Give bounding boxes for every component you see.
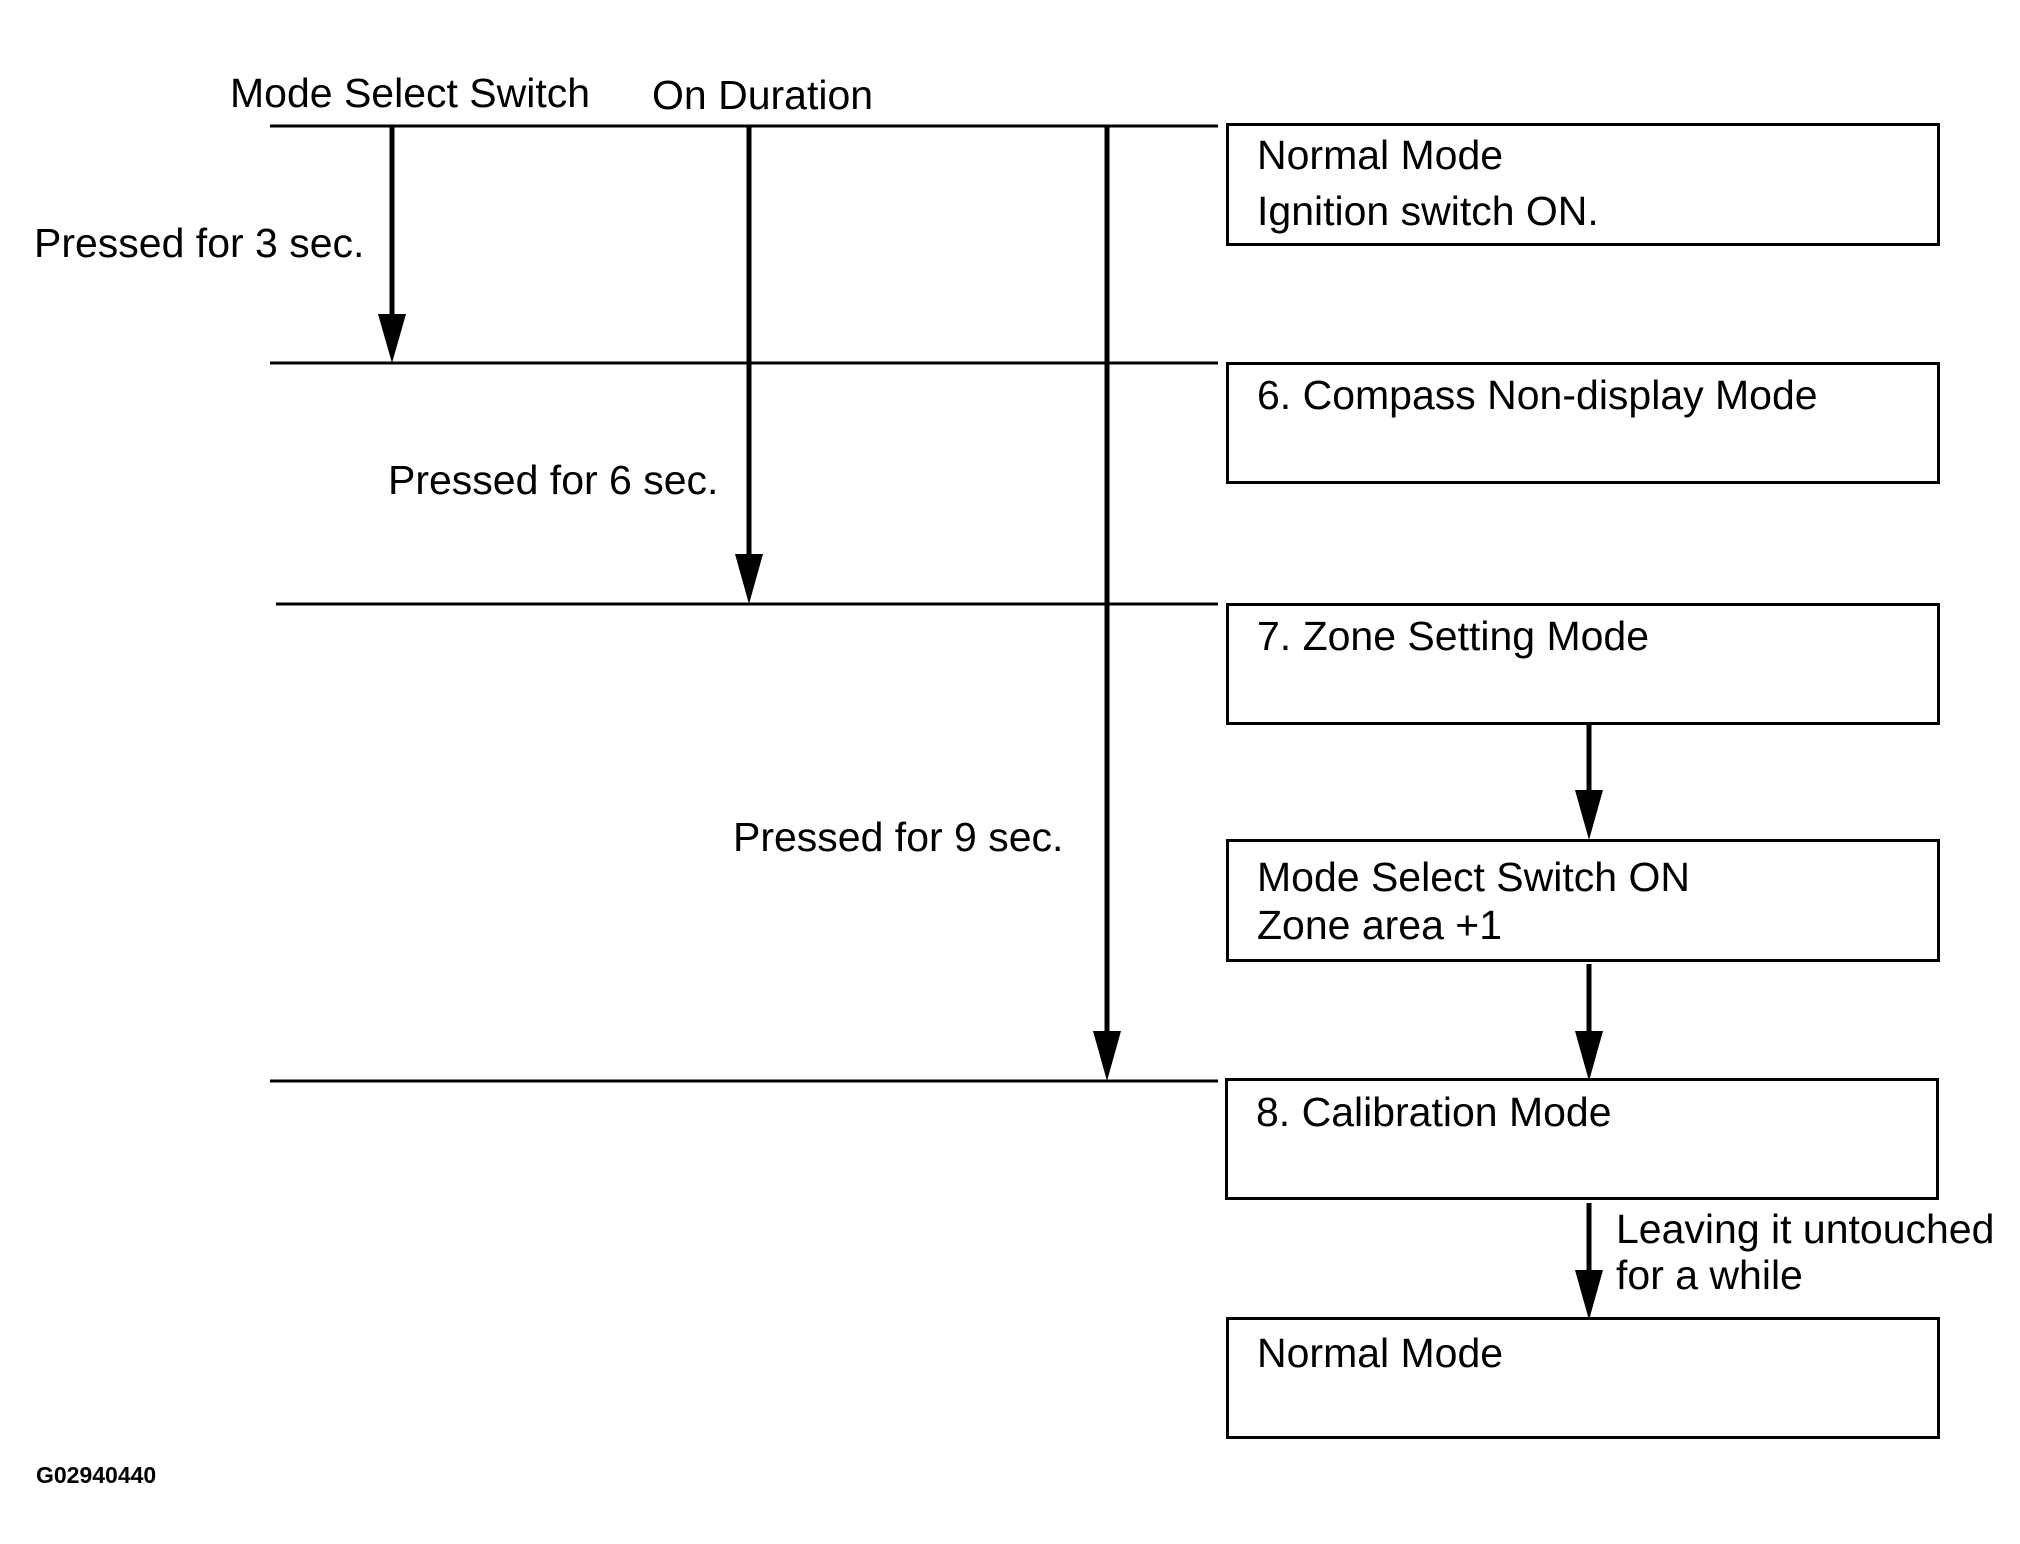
box-mode-select-switch-on-subtitle: Zone area +1 (1257, 902, 1503, 948)
box-compass-non-display-mode-title: 6. Compass Non-display Mode (1257, 372, 1818, 418)
leaving-untouched-label: Leaving it untouched (1616, 1206, 1995, 1252)
arrow-switch-to-calibration-head (1575, 1031, 1603, 1081)
arrow-calibration-to-normal-head (1575, 1270, 1603, 1320)
pressed-9-sec-label: Pressed for 9 sec. (733, 814, 1064, 860)
box-normal-mode-end-title: Normal Mode (1257, 1330, 1504, 1376)
on-duration-header: On Duration (652, 72, 874, 118)
pressed-3-sec-label: Pressed for 3 sec. (34, 220, 365, 266)
box-compass-non-display-mode: 6. Compass Non-display Mode (1226, 362, 1940, 484)
figure-id: G02940440 (36, 1462, 157, 1488)
box-normal-mode-start-title: Normal Mode (1257, 132, 1504, 178)
arrow-9sec-head (1093, 1031, 1121, 1081)
leaving-for-a-while-label: for a while (1616, 1252, 1803, 1298)
box-mode-select-switch-on-title: Mode Select Switch ON (1257, 854, 1690, 900)
box-calibration-mode-title: 8. Calibration Mode (1256, 1089, 1612, 1135)
box-normal-mode-start-subtitle: Ignition switch ON. (1257, 188, 1599, 234)
box-calibration-mode: 8. Calibration Mode (1225, 1078, 1939, 1200)
arrow-6sec-head (735, 554, 763, 604)
pressed-6-sec-label: Pressed for 6 sec. (388, 457, 719, 503)
box-normal-mode-end: Normal Mode (1226, 1317, 1940, 1439)
box-zone-setting-mode-title: 7. Zone Setting Mode (1257, 613, 1650, 659)
mode-select-switch-header: Mode Select Switch (230, 70, 591, 116)
arrow-3sec-head (378, 314, 406, 363)
box-zone-setting-mode: 7. Zone Setting Mode (1226, 603, 1940, 725)
arrow-zone-to-switch-head (1575, 790, 1603, 840)
box-normal-mode-start: Normal Mode Ignition switch ON. (1226, 123, 1940, 246)
box-mode-select-switch-on: Mode Select Switch ON Zone area +1 (1226, 839, 1940, 962)
